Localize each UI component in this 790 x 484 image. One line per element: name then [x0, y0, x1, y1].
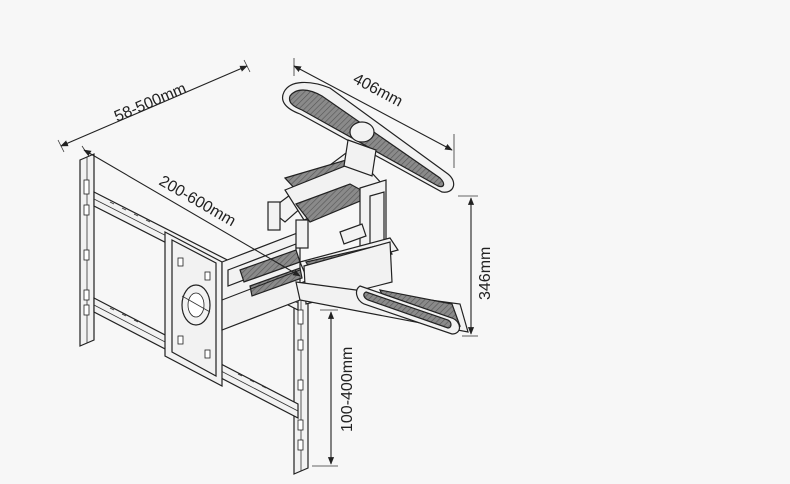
dim-label-arm-height: 346mm — [477, 247, 494, 300]
wall-bracket-bottom — [355, 285, 461, 335]
dim-label-depth-range: 200-600mm — [156, 173, 238, 230]
arm-base-block — [221, 231, 303, 331]
left-tv-rail — [79, 153, 95, 347]
dim-arm-height: 346mm — [458, 195, 494, 337]
dim-label-width-range: 58-500mm — [112, 80, 189, 126]
dim-vertical-range: 100-400mm — [312, 309, 356, 467]
dim-width-range: 58-500mm — [57, 59, 251, 153]
dim-label-arm-width: 406mm — [350, 71, 405, 111]
dim-label-vertical-range: 100-400mm — [339, 347, 356, 432]
mount-drawing — [79, 81, 469, 475]
vertical-post — [359, 179, 387, 257]
